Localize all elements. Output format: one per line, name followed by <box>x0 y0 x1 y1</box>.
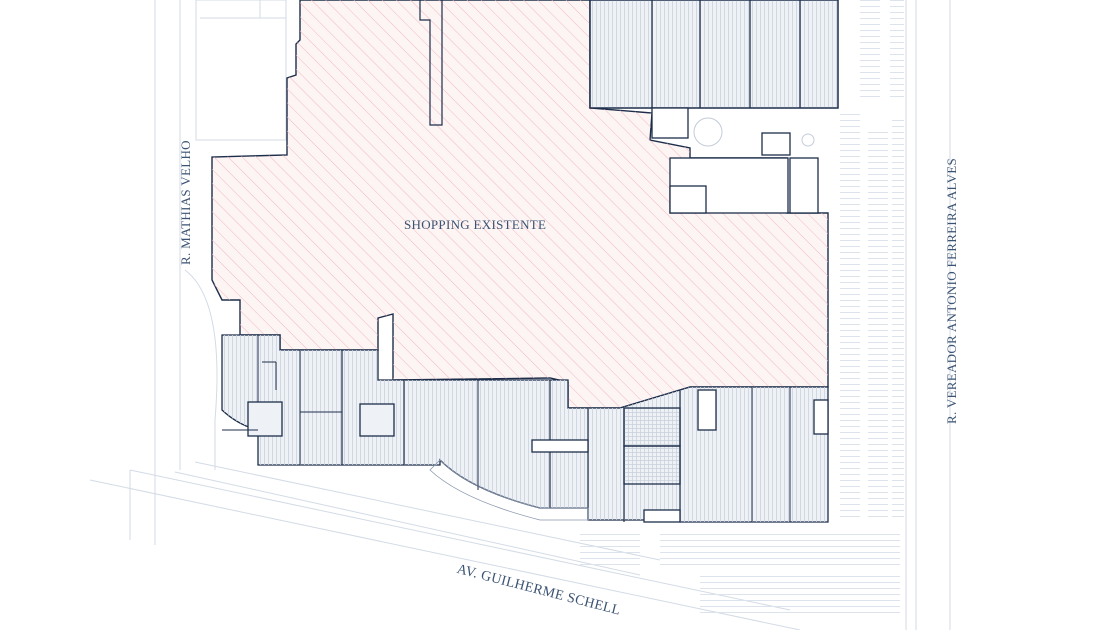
existing-mall-spine <box>419 0 443 126</box>
street-label-mathias-velho: R. MATHIAS VELHO <box>178 140 193 265</box>
new-wing-northeast <box>589 0 839 214</box>
parking-area-south <box>580 530 900 615</box>
tree-symbol <box>801 133 815 147</box>
roundabout-element <box>693 117 723 147</box>
new-wing-south <box>221 334 829 523</box>
street-label-vereador-antonio-ferreira-alves: R. VEREADOR ANTONIO FERREIRA ALVES <box>944 157 959 424</box>
west-access-curve <box>184 269 218 470</box>
curved-arcade <box>429 459 589 521</box>
existing-mall-label: SHOPPING EXISTENTE <box>404 217 547 232</box>
parking-area-east <box>840 0 904 520</box>
neighbor-lot <box>195 0 287 141</box>
